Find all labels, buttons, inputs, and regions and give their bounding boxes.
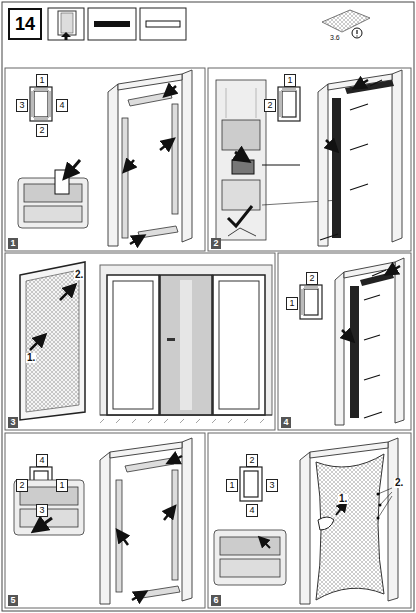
step-number: 14 [15,14,35,35]
side-number: 4 [36,454,48,467]
side-number: 2 [264,99,276,112]
side-number: 1 [226,479,238,492]
side-number: 1 [286,297,298,310]
step-number: 3 [8,417,18,428]
action-number: 1. [26,353,36,363]
side-number: 2 [306,272,318,285]
side-number: 1 [284,74,296,87]
step-number: 5 [8,595,18,606]
step-number: 2 [211,238,221,249]
step-number-box: 14 [8,8,42,40]
side-number: 3 [16,99,28,112]
action-number: 1. [338,494,348,504]
step-number: 1 [8,238,18,249]
reference-number: 3.6 [330,34,340,41]
action-number: 2. [74,270,84,280]
action-number: 2. [394,478,404,488]
step-number: 6 [211,595,221,606]
side-number: 3 [36,504,48,517]
side-number: 2 [36,124,48,137]
side-number: 1 [36,74,48,87]
side-number: 2 [16,479,28,492]
side-number: 4 [246,504,258,517]
side-number: 3 [266,479,278,492]
side-number: 2 [246,454,258,467]
side-number: 1 [56,479,68,492]
side-number: 4 [56,99,68,112]
step-number: 4 [281,417,291,428]
